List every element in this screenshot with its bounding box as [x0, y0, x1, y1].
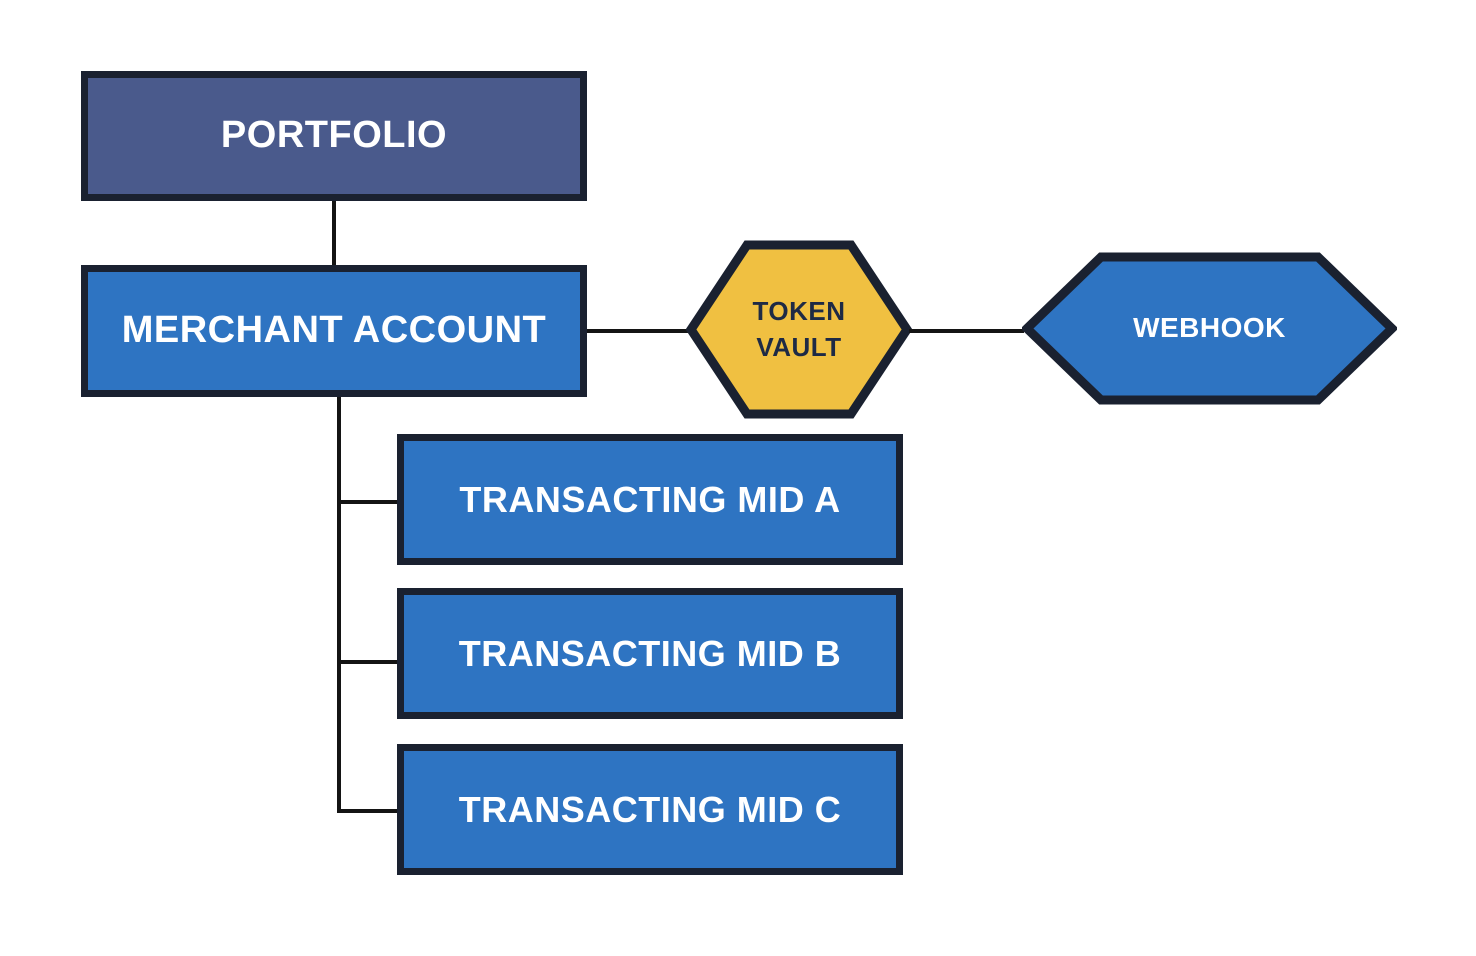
portfolio-node: PORTFOLIO [81, 71, 587, 201]
webhook-label: WEBHOOK [1133, 312, 1286, 344]
hexagon-shape-icon [686, 240, 912, 419]
connector-stub-mid-c [339, 809, 397, 813]
connector-token-vault-webhook [909, 329, 1024, 333]
webhook-node: WEBHOOK [1022, 252, 1397, 405]
token-vault-label: TOKEN VAULT [752, 296, 846, 362]
connector-merchant-mids-trunk [337, 397, 341, 813]
transacting-mid-c-node: TRANSACTING MID C [397, 744, 903, 875]
connector-stub-mid-a [339, 500, 397, 504]
connector-stub-mid-b [339, 660, 397, 664]
transacting-mid-b-label: TRANSACTING MID B [458, 632, 842, 674]
merchant-account-label: MERCHANT ACCOUNT [121, 309, 547, 352]
hexagon-shape-icon [1022, 252, 1397, 405]
connector-merchant-token-vault [587, 329, 688, 333]
token-vault-node: TOKEN VAULT [686, 240, 912, 419]
portfolio-label: PORTFOLIO [220, 114, 448, 157]
transacting-mid-a-label: TRANSACTING MID A [459, 478, 841, 520]
transacting-mid-c-label: TRANSACTING MID C [458, 788, 842, 830]
connector-portfolio-merchant [332, 201, 336, 265]
transacting-mid-b-node: TRANSACTING MID B [397, 588, 903, 719]
merchant-account-node: MERCHANT ACCOUNT [81, 265, 587, 397]
transacting-mid-a-node: TRANSACTING MID A [397, 434, 903, 565]
